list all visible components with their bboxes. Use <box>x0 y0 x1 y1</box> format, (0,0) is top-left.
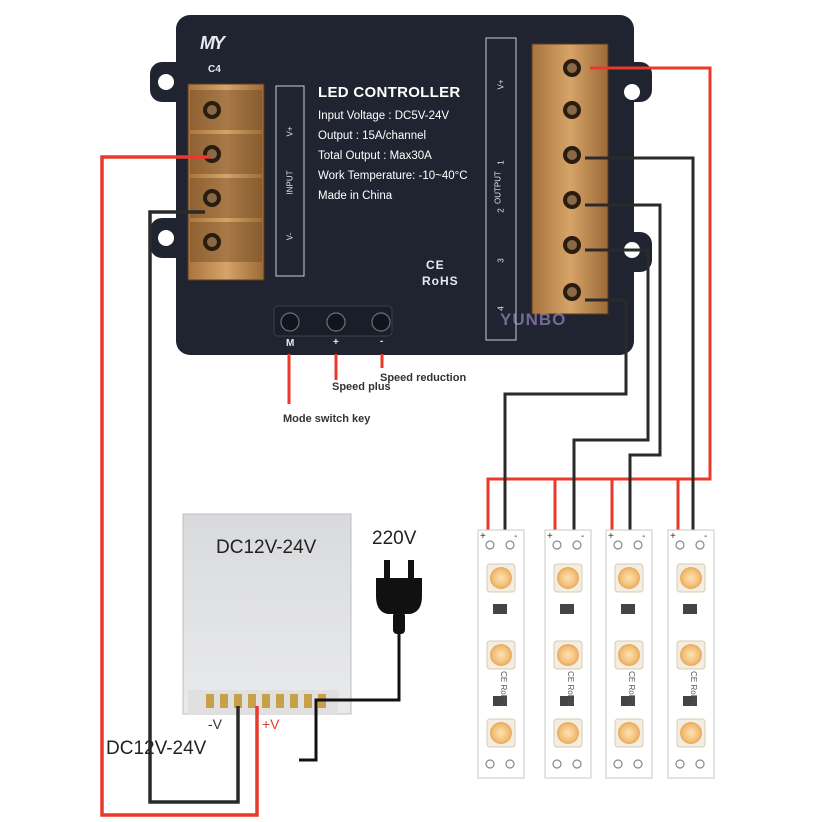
solder-pad <box>552 759 562 769</box>
resistor <box>683 696 697 706</box>
strip-polarity-minus: - <box>514 531 518 542</box>
spec-output: Output : 15A/channel <box>318 130 427 142</box>
solder-pad <box>572 540 582 550</box>
resistor <box>621 696 635 706</box>
watermark: YUNBO <box>500 310 567 329</box>
strip-polarity-plus: + <box>480 531 486 542</box>
solder-pad <box>505 759 515 769</box>
controller-buttons <box>273 305 393 337</box>
button-label-plus: + <box>333 337 339 348</box>
power-supply-label: DC12V-24V <box>216 537 317 558</box>
speed-reduction-button[interactable] <box>371 312 391 332</box>
button-label-mode: M <box>286 338 295 349</box>
button-pointers <box>287 354 384 404</box>
led-strips <box>477 529 715 779</box>
led-strip-4 <box>667 529 715 779</box>
spec-work-temperature: Work Temperature: -10~40°C <box>318 170 468 182</box>
strip-polarity-minus: - <box>642 531 646 542</box>
model-label: C4 <box>208 64 221 75</box>
led-chip <box>490 644 512 666</box>
strip-polarity-minus: - <box>704 531 708 542</box>
output-terminal-2: 2 <box>496 208 506 213</box>
controller-title: LED CONTROLLER <box>318 84 461 101</box>
led-chip <box>557 567 579 589</box>
strip-polarity-plus: + <box>670 531 676 542</box>
led-chip <box>557 722 579 744</box>
output-wiring <box>486 66 712 540</box>
resistor <box>493 696 507 706</box>
supply-voltage-label: DC12V-24V <box>106 738 207 759</box>
solder-pad <box>505 540 515 550</box>
led-chip <box>680 567 702 589</box>
strip-marking: CE RoHS <box>498 671 508 706</box>
solder-pad <box>613 759 623 769</box>
output-label: OUTPUT <box>493 171 503 204</box>
spec-total-output: Total Output : Max30A <box>318 150 432 162</box>
led-chip <box>490 567 512 589</box>
led-strip-2 <box>544 529 592 779</box>
ps-neg-label: -V <box>208 716 222 732</box>
mode-button[interactable] <box>280 312 300 332</box>
solder-pad <box>572 759 582 769</box>
output-terminal-vplus: V+ <box>496 79 506 90</box>
input-wiring <box>100 155 259 817</box>
strip-marking: CE RoHS <box>565 671 575 706</box>
mains-plug-icon <box>299 560 422 762</box>
speed-plus-label: Speed plus <box>332 381 391 393</box>
spec-made-in: Made in China <box>318 190 393 202</box>
input-terminal-block <box>187 83 305 281</box>
resistor <box>560 696 574 706</box>
solder-pad <box>633 540 643 550</box>
ps-terminal-strip <box>206 694 326 708</box>
solder-pad <box>613 540 623 550</box>
controller-body <box>150 15 652 355</box>
resistor <box>560 604 574 614</box>
resistor <box>493 604 507 614</box>
resistor <box>683 604 697 614</box>
strip-marking: CE RoHS <box>688 671 698 706</box>
solder-pad <box>695 759 705 769</box>
solder-pad <box>675 540 685 550</box>
led-chip <box>618 644 640 666</box>
speed-plus-button[interactable] <box>326 312 346 332</box>
power-supply <box>182 513 352 715</box>
solder-pad <box>633 759 643 769</box>
button-label-minus: - <box>380 336 384 347</box>
mains-voltage-label: 220V <box>372 528 417 549</box>
ce-mark: CE <box>426 258 445 272</box>
spec-input-voltage: Input Voltage : DC5V-24V <box>318 110 450 122</box>
solder-pad <box>675 759 685 769</box>
led-strip-3 <box>605 529 653 779</box>
led-chip <box>680 644 702 666</box>
brand-logo: MY <box>200 33 225 53</box>
led-strip-1 <box>477 529 525 779</box>
solder-pad <box>485 759 495 769</box>
resistor <box>621 604 635 614</box>
led-chip <box>618 567 640 589</box>
input-terminal-vplus: V+ <box>285 126 295 137</box>
rohs-mark: RoHS <box>422 274 459 288</box>
solder-pad <box>485 540 495 550</box>
strip-polarity-plus: + <box>608 531 614 542</box>
led-chip <box>618 722 640 744</box>
solder-pad <box>552 540 562 550</box>
led-chip <box>490 722 512 744</box>
ps-pos-label: +V <box>262 716 280 732</box>
led-chip <box>680 722 702 744</box>
input-terminal-vminus: V- <box>285 232 295 241</box>
solder-pad <box>695 540 705 550</box>
output-terminal-3: 3 <box>496 258 506 263</box>
input-label: INPUT <box>285 170 295 195</box>
strip-polarity-plus: + <box>547 531 553 542</box>
strip-marking: CE RoHS <box>626 671 636 706</box>
mode-switch-key-label: Mode switch key <box>283 413 371 425</box>
led-chip <box>557 644 579 666</box>
strip-polarity-minus: - <box>581 531 585 542</box>
output-terminal-block <box>485 37 609 341</box>
speed-reduction-label: Speed reduction <box>380 372 467 384</box>
